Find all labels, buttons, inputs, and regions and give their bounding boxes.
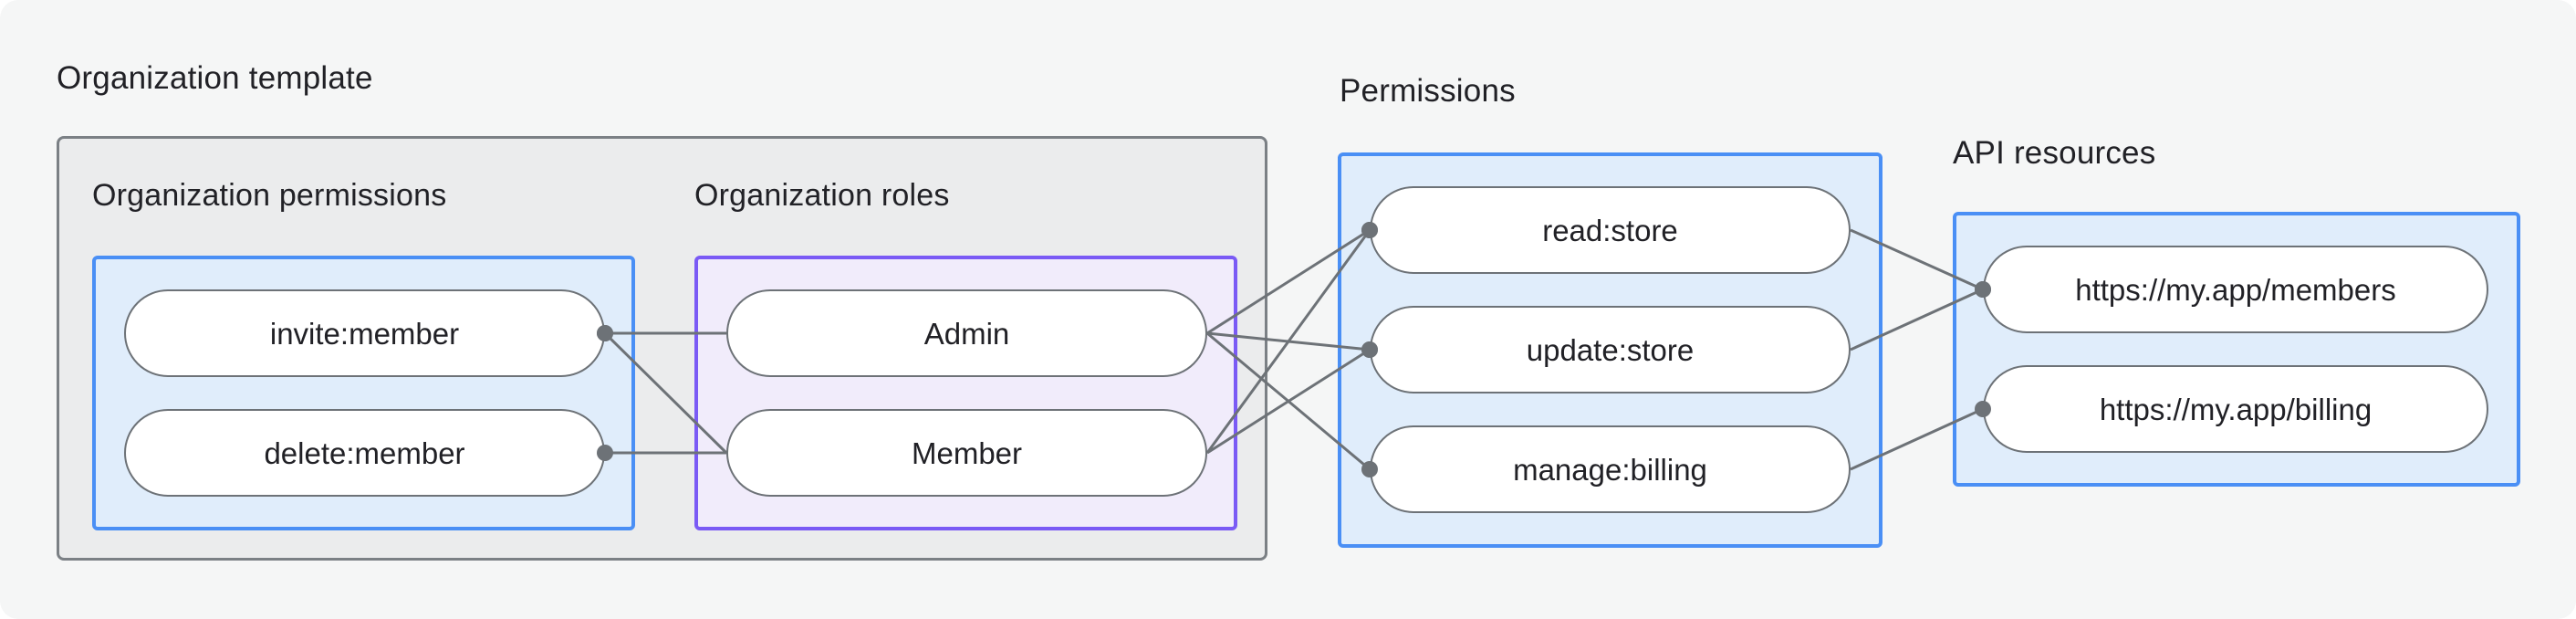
node-delete-member: delete:member <box>124 409 605 497</box>
org-permissions-box: invite:member delete:member <box>92 256 635 530</box>
node-update-store: update:store <box>1370 306 1851 393</box>
api-resources-label: API resources <box>1953 135 2156 171</box>
node-billing-api: https://my.app/billing <box>1983 365 2488 453</box>
node-member: Member <box>726 409 1207 497</box>
api-resources-box: https://my.app/members https://my.app/bi… <box>1953 212 2520 487</box>
org-roles-label: Organization roles <box>694 178 950 213</box>
org-roles-box: Admin Member <box>694 256 1237 530</box>
org-template-title: Organization template <box>57 60 373 96</box>
org-template-box: Organization permissions invite:member d… <box>57 136 1267 561</box>
node-invite-member: invite:member <box>124 289 605 377</box>
node-members-api: https://my.app/members <box>1983 246 2488 333</box>
node-admin: Admin <box>726 289 1207 377</box>
permissions-label: Permissions <box>1340 73 1516 109</box>
permissions-box: read:store update:store manage:billing <box>1338 152 1882 548</box>
node-manage-billing: manage:billing <box>1370 425 1851 513</box>
node-read-store: read:store <box>1370 186 1851 274</box>
org-permissions-label: Organization permissions <box>92 178 447 213</box>
